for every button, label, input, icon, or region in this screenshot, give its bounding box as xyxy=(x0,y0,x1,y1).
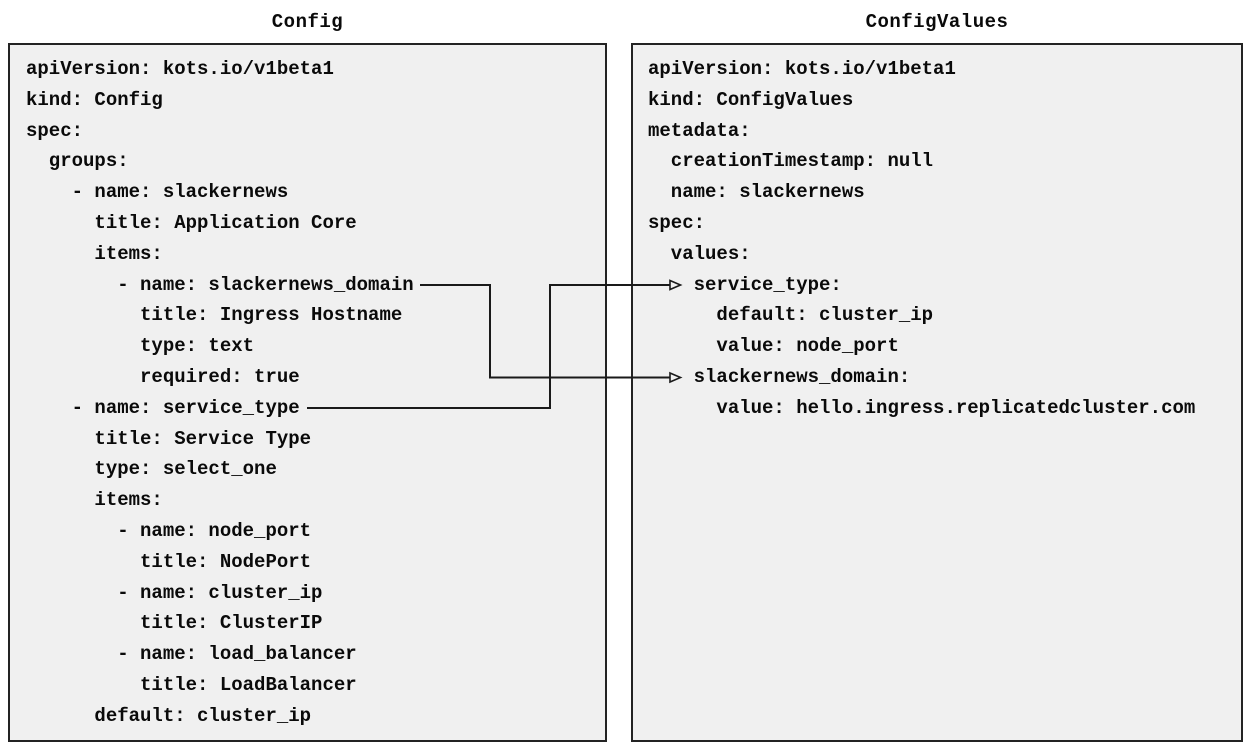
config-panel-title: Config xyxy=(271,11,344,33)
configvalues-yaml-box: apiVersion: kots.io/v1beta1 kind: Config… xyxy=(631,43,1243,742)
configvalues-panel-title: ConfigValues xyxy=(865,11,1009,33)
config-yaml-box: apiVersion: kots.io/v1beta1 kind: Config… xyxy=(8,43,607,742)
